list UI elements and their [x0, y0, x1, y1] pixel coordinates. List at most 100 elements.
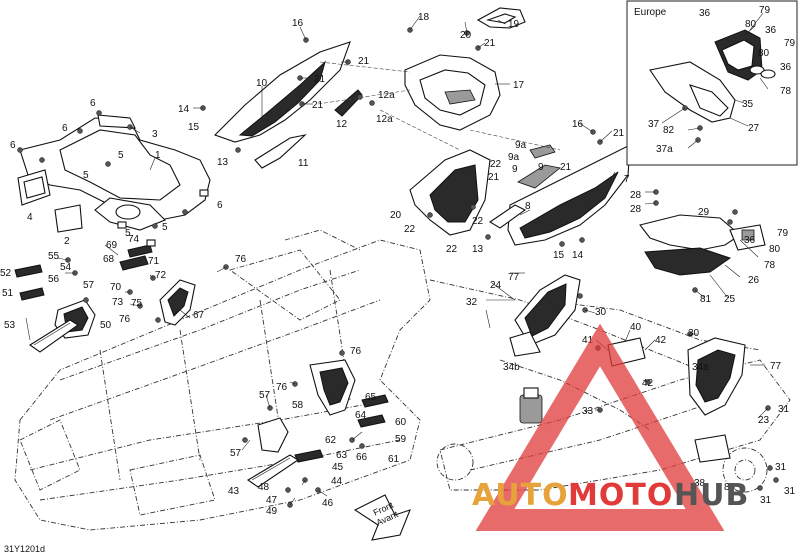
callout: 8 [525, 201, 531, 212]
callout: 35 [742, 99, 754, 110]
callout: 73 [112, 297, 124, 308]
callout: 10 [256, 78, 268, 89]
callout: 28 [630, 204, 642, 215]
callout: 69 [106, 240, 118, 251]
callout: 22 [490, 159, 502, 170]
callout: 52 [0, 268, 12, 279]
footpeg-60 [357, 414, 386, 428]
callout: 5 [83, 170, 89, 181]
watermark-word-moto: MOTO [568, 478, 673, 513]
callout: 68 [103, 254, 115, 265]
callout: 3 [152, 129, 158, 140]
footpeg-52 [14, 264, 43, 278]
callout: 23 [758, 415, 770, 426]
callout: 27 [748, 123, 760, 134]
callout: 42 [655, 335, 667, 346]
callout: 62 [325, 435, 337, 446]
callout: 63 [336, 450, 348, 461]
callout: 12a [378, 90, 395, 101]
callout: 79 [759, 5, 771, 16]
callout: 19 [508, 19, 520, 30]
callout: 13 [217, 157, 229, 168]
rear-fender-assembly [639, 214, 766, 276]
footrest-bracket-58 [309, 359, 356, 416]
reflector-part-12 [334, 89, 363, 117]
callout: 21 [312, 100, 324, 111]
callout: 67 [193, 310, 205, 321]
inset-title: Europe [634, 7, 667, 18]
callout: 31 [784, 486, 796, 497]
callout: 11 [298, 158, 309, 169]
callout: 25 [724, 294, 736, 305]
callout: 15 [553, 250, 565, 261]
callout: 42 [642, 378, 654, 389]
callout: 56 [48, 274, 60, 285]
callout: 71 [148, 256, 160, 267]
callout: 36 [744, 235, 756, 246]
callout: 61 [388, 454, 400, 465]
callout: 76 [119, 314, 131, 325]
footpeg-65 [361, 394, 389, 408]
callout: 76 [350, 346, 362, 357]
heel-guard-53 [29, 319, 79, 353]
callout: 38 [694, 478, 706, 489]
callout: 5 [162, 222, 168, 233]
callout: 31 [778, 404, 790, 415]
fasteners [17, 27, 779, 508]
callout: 76 [276, 382, 288, 393]
callout: 21 [314, 74, 326, 85]
callout: 43 [228, 486, 240, 497]
callout: 15 [188, 122, 200, 133]
callout: 31 [775, 462, 787, 473]
callout: 9a [515, 140, 527, 151]
callout: 44 [331, 476, 343, 487]
callout: 64 [355, 410, 367, 421]
callout: 16 [572, 119, 584, 130]
vent-grille-part-9 [517, 144, 561, 189]
callout: 32 [466, 297, 478, 308]
callout: 30 [595, 307, 607, 318]
callout: 21 [613, 128, 625, 139]
footrest-bracket-67 [159, 279, 196, 326]
callout: 70 [110, 282, 122, 293]
callout: 6 [90, 98, 96, 109]
diagram-code: 31Y1201d [4, 544, 45, 554]
callout: 54 [60, 262, 72, 273]
callout: 18 [418, 12, 430, 23]
callout: 5 [118, 150, 124, 161]
callout: 21 [560, 162, 572, 173]
callout: 80 [745, 19, 757, 30]
callout: 6 [217, 200, 223, 211]
callout: 6 [10, 140, 16, 151]
callout: 13 [472, 244, 484, 255]
callout: 36 [780, 62, 792, 73]
callout: 37 [648, 119, 660, 130]
callout: 26 [748, 275, 760, 286]
bracket-part-2 [54, 204, 83, 233]
rear-upper-tray [404, 54, 501, 131]
callout: 20 [390, 210, 402, 221]
watermark-word-auto: AUTO [472, 478, 569, 513]
callout: 46 [322, 498, 334, 509]
callout: 58 [292, 400, 304, 411]
callout: 14 [178, 104, 190, 115]
callout: 55 [48, 251, 60, 262]
footpeg-51 [19, 287, 45, 301]
callout: 78 [780, 86, 792, 97]
callout: 60 [395, 417, 407, 428]
callout: 9a [508, 152, 520, 163]
callout: 4 [27, 212, 33, 223]
callout: 36 [699, 8, 711, 19]
callout-labels: 16 18 19 20 21 21 21 10 17 12a 21 12a 12… [0, 5, 796, 554]
front-direction-arrow [353, 494, 411, 541]
callout: 72 [155, 270, 167, 281]
callout: 22 [446, 244, 458, 255]
watermark-logo: AUTO MOTO HUB [472, 323, 748, 531]
right-side-panel [507, 144, 631, 246]
callout: 21 [358, 56, 370, 67]
callout: 76 [235, 254, 247, 265]
callout: 65 [365, 392, 377, 403]
callout: 12a [376, 114, 393, 125]
callout: 36 [765, 25, 777, 36]
callout: 9 [538, 162, 544, 173]
